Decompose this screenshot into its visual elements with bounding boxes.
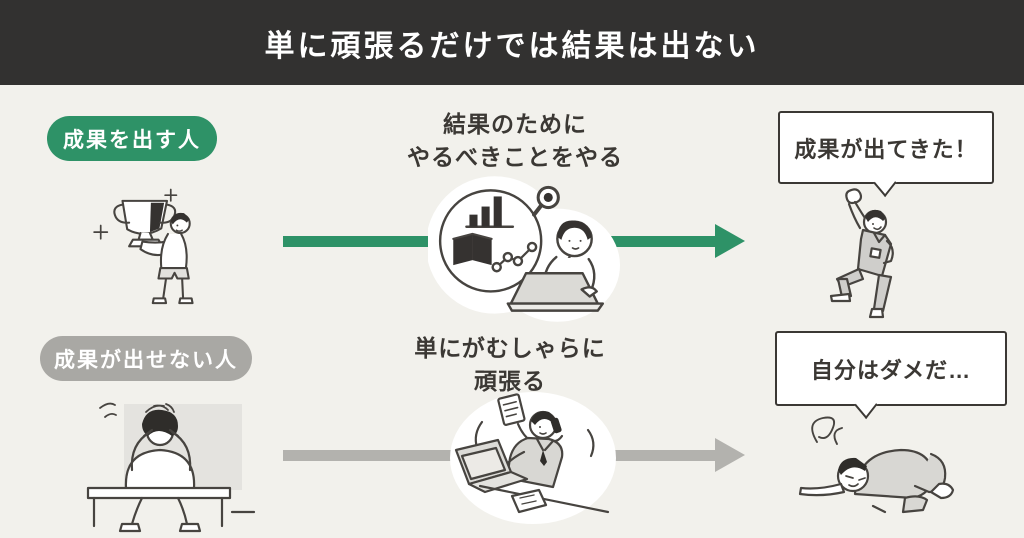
person-collapsed-orz-illustration: [792, 412, 964, 527]
speech-bubble-failure: 自分はダメだ…: [775, 331, 1007, 420]
label-pill-failure-text: 成果が出せない人: [54, 348, 238, 372]
action-text-failure-line2: 頑張る: [474, 368, 546, 394]
label-pill-success-text: 成果を出す人: [63, 128, 201, 152]
action-text-failure-line1: 単にがむしゃらに: [414, 335, 606, 361]
gray-arrow-head: [715, 438, 745, 472]
person-jumping-joy-illustration: [795, 183, 940, 323]
speech-bubble-failure-text: 自分はダメだ…: [810, 357, 972, 383]
speech-bubble-success-text: 成果が出てきた！: [794, 136, 978, 162]
person-head-in-hands-illustration: [62, 390, 257, 535]
person-frantic-multitasking-illustration: [438, 388, 623, 533]
action-text-success-line2: やるべきことをやる: [407, 144, 623, 170]
person-analyzing-data-illustration: [428, 176, 620, 323]
action-text-success: 結果のために やるべきことをやる: [325, 108, 705, 174]
header-bar: 単に頑張るだけでは結果は出ない: [0, 0, 1024, 85]
action-text-failure: 単にがむしゃらに 頑張る: [320, 332, 700, 398]
label-pill-failure: 成果が出せない人: [40, 336, 252, 381]
action-text-success-line1: 結果のために: [443, 111, 587, 137]
person-holding-trophy-illustration: [78, 178, 220, 308]
page-title: 単に頑張るだけでは結果は出ない: [264, 29, 760, 63]
label-pill-success: 成果を出す人: [47, 116, 217, 161]
green-arrow-head: [715, 224, 745, 258]
speech-bubble-success: 成果が出てきた！: [778, 111, 994, 198]
